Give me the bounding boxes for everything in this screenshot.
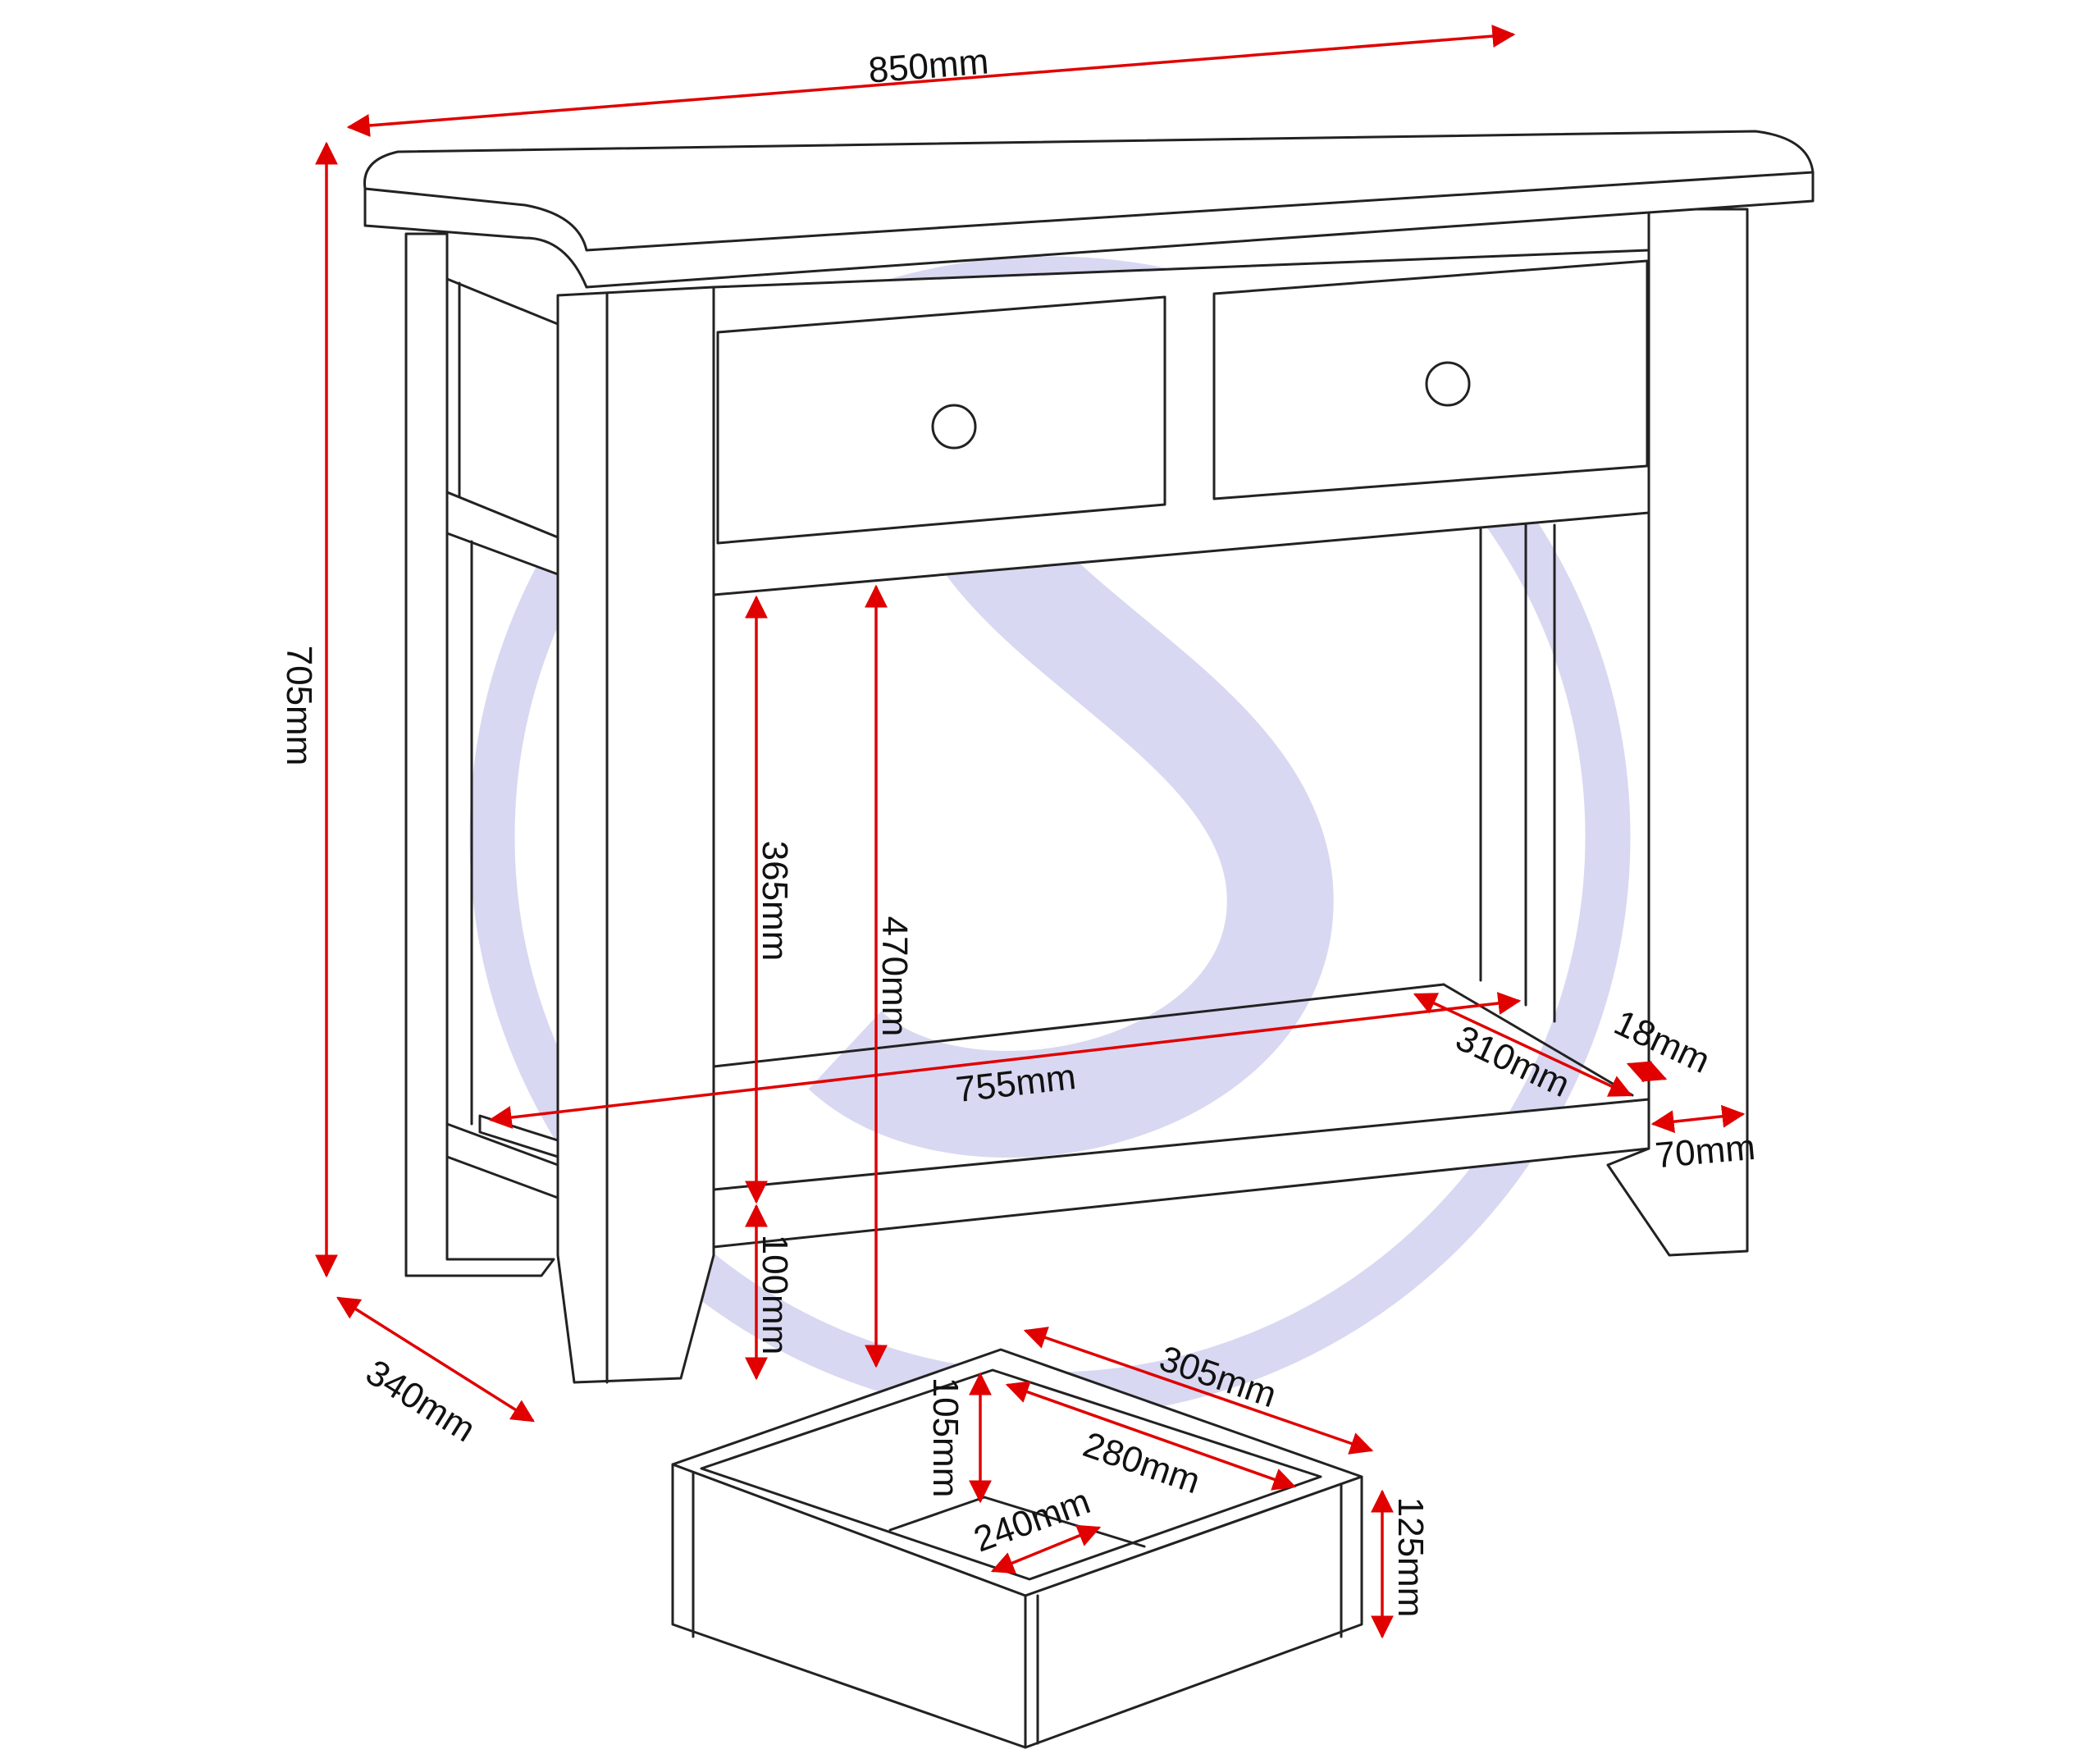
dim-line-leg-width <box>1650 1104 1746 1134</box>
dim-line-width <box>346 25 1516 137</box>
label-drawer-inner-height: 105mm <box>925 1377 966 1498</box>
label-top-to-floor: 470mm <box>874 916 915 1037</box>
dim-line-drawer-inner-width <box>990 1524 1102 1574</box>
label-shelf-clearance: 100mm <box>755 1235 795 1355</box>
label-shelf-height: 365mm <box>755 841 795 962</box>
dim-line-depth <box>336 1296 535 1423</box>
dim-line-shelf-width <box>488 992 1522 1129</box>
dim-line-drawer-inner-depth <box>1005 1381 1297 1491</box>
label-drawer-height: 125mm <box>1390 1497 1431 1618</box>
label-leg-width: 70mm <box>1654 1127 1757 1176</box>
dimension-lines <box>315 25 1746 1639</box>
dim-line-shelf-depth <box>1413 993 1633 1097</box>
label-width: 850mm <box>867 41 990 90</box>
label-height: 705mm <box>279 646 319 766</box>
label-depth: 340mm <box>358 1352 482 1450</box>
dim-line-shelf-thickness <box>1626 1060 1668 1083</box>
